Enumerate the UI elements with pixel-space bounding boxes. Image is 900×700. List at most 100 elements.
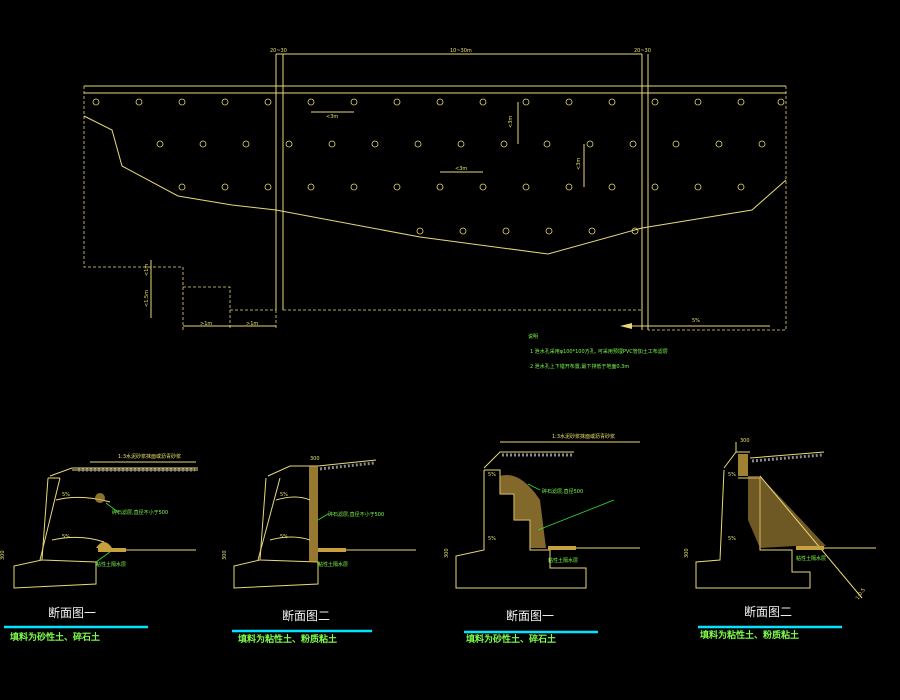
weep-hole [631, 227, 639, 235]
weep-hole [522, 183, 530, 191]
weep-hole [543, 140, 551, 148]
section-1-slope-b: 5% [62, 534, 70, 540]
weep-hole [651, 183, 659, 191]
weep-hole [586, 140, 594, 148]
section-2-subtitle: 填料为粘性土、粉质粘土 [238, 633, 337, 645]
weep-hole [350, 98, 358, 106]
section-3-top-note: 1:3水泥砂浆抹面或沥青砂浆 [552, 433, 615, 440]
note-1: 1 泄水孔采用φ100*100方孔, 可采用预埋PVC管加土工布滤层 [530, 348, 668, 355]
clay-layer [318, 548, 346, 552]
weep-hole [588, 227, 596, 235]
slope-line [759, 475, 863, 599]
section-2-slope-b: 5% [280, 534, 288, 540]
drain-pipe [275, 496, 311, 501]
weep-hole [479, 183, 487, 191]
weep-hole [459, 227, 467, 235]
clay-layer [98, 548, 126, 552]
coping [723, 451, 750, 469]
ground-line [83, 115, 787, 255]
weep-hole [307, 98, 315, 106]
top-dim-center: 10~30m [450, 48, 472, 54]
backfill-hatch [319, 461, 375, 471]
weep-hole [264, 98, 272, 106]
top-dim-left: 20~30 [270, 48, 287, 54]
section-1-base-note: 粘性土隔水层 [96, 561, 126, 568]
weep-hole [565, 98, 573, 106]
weep-hole [737, 98, 745, 106]
weep-hole [135, 98, 143, 106]
clay-layer [548, 546, 576, 550]
section-2-slope-a: 5% [280, 492, 288, 498]
weep-hole [307, 183, 315, 191]
weep-hole [777, 98, 785, 106]
weep-hole [178, 183, 186, 191]
section-3: 1:3水泥砂浆抹面或沥青砂浆 碎石滤层,直径500 粘性土隔水层 5% 5% 3… [444, 433, 640, 645]
section-1-slope-a: 5% [62, 492, 70, 498]
section-1-subtitle: 填料为砂性土、碎石土 [10, 631, 100, 643]
wall-body [13, 477, 97, 589]
weep-hole [737, 183, 745, 191]
section-3-title: 断面图一 [506, 608, 554, 623]
weep-hole [221, 98, 229, 106]
weep-hole [479, 98, 487, 106]
drain-pipe [51, 536, 105, 543]
section-4-slope-b: 5% [728, 536, 736, 542]
weep-hole [414, 140, 422, 148]
gravel-filter [500, 475, 546, 548]
wall-face [39, 477, 61, 561]
gravel-filter [95, 493, 105, 503]
section-2-callout: 碎石滤层,直径不小于500 [328, 511, 384, 518]
section-1-title: 断面图一 [48, 605, 96, 620]
backfill-top [749, 451, 825, 459]
slope-arrow-head [620, 323, 632, 329]
clay-layer [796, 546, 824, 550]
weep-hole [715, 140, 723, 148]
section-2-title: 断面图二 [282, 608, 330, 623]
base-leader [95, 551, 111, 563]
weep-hole [651, 98, 659, 106]
weep-hole [500, 140, 508, 148]
section-4-slope-ratio: 1:0.5 [855, 587, 867, 601]
drain-pipe [269, 536, 311, 541]
callout-leader [527, 483, 541, 491]
section-4-top-note: 300 [740, 438, 750, 444]
weep-holes [92, 98, 785, 235]
notes: 说明 1 泄水孔采用φ100*100方孔, 可采用预埋PVC管加土工布滤层 2 … [528, 333, 668, 370]
weep-hole [393, 98, 401, 106]
weep-hole [178, 98, 186, 106]
weep-hole [758, 140, 766, 148]
weep-hole [436, 98, 444, 106]
weep-hole [565, 183, 573, 191]
weep-hole [436, 183, 444, 191]
bottom-dim-1: >1m [200, 321, 212, 327]
coping [483, 451, 574, 469]
weep-hole [199, 140, 207, 148]
section-4-base-note: 粘性土隔水层 [796, 555, 826, 562]
spacing-h2-label: <3m [455, 166, 467, 172]
weep-hole [672, 140, 680, 148]
section-3-subtitle: 填料为砂性土、碎石土 [466, 633, 556, 645]
bottom-dim-2: >1m [246, 321, 258, 327]
section-1-callout: 碎石滤层,直径不小于500 [112, 509, 168, 516]
weep-hole [371, 140, 379, 148]
drain-pipe [55, 496, 111, 503]
callout-leader-2 [537, 499, 615, 531]
section-3-slope-a: 5% [488, 472, 496, 478]
weep-hole [350, 183, 358, 191]
left-dim-1: <1m [144, 264, 150, 276]
slope-label: 5% [692, 318, 700, 324]
spacing-h-label: <3m [326, 114, 338, 120]
wall-outline-right [648, 86, 787, 331]
section-4-dim: 300 [684, 548, 690, 558]
gravel-filter [309, 466, 318, 562]
weep-hole [221, 183, 229, 191]
weep-hole [545, 227, 553, 235]
weep-hole [694, 183, 702, 191]
coping [49, 467, 198, 477]
note-2: 2 泄水孔上下错开布置,最下排低于地面0.3m [530, 363, 629, 370]
spacing-v-label: <3m [508, 116, 514, 128]
coping [267, 465, 318, 477]
weep-hole [393, 183, 401, 191]
backfill-hatch [751, 453, 823, 463]
